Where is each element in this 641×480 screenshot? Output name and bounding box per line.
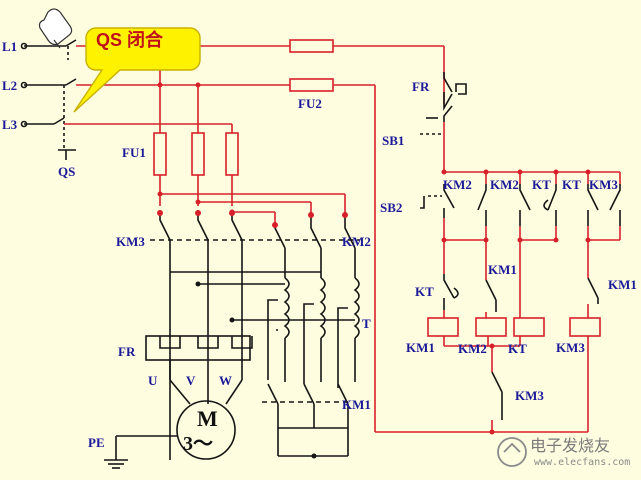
autotransformer xyxy=(267,277,360,388)
motor-label: M xyxy=(197,406,218,431)
qs-switch xyxy=(53,39,77,160)
label-coil-kt: KT xyxy=(508,341,527,356)
label-km1-c2: KM1 xyxy=(608,277,637,292)
label-coil-km1: KM1 xyxy=(406,340,435,355)
label-kt-c1: KT xyxy=(532,177,551,192)
label-u: U xyxy=(148,373,158,388)
control-circuit xyxy=(375,72,621,433)
label-coil-km2: KM2 xyxy=(458,341,487,356)
label-fu1: FU1 xyxy=(122,145,146,160)
label-fu2: FU2 xyxy=(298,96,322,111)
watermark-logo xyxy=(497,437,527,467)
callout-text: QS 闭合 xyxy=(96,30,164,50)
label-sb2: SB2 xyxy=(380,200,403,215)
contactor-km3-km2 xyxy=(150,210,360,460)
label-coil-km3: KM3 xyxy=(556,340,585,355)
label-t: T xyxy=(362,316,371,331)
km1-dots xyxy=(311,453,317,459)
incoming-lines xyxy=(20,42,66,128)
label-v: V xyxy=(186,373,196,388)
label-fr-ctrl: FR xyxy=(412,79,430,94)
control-contacts xyxy=(420,72,621,420)
label-l1: L1 xyxy=(2,39,18,54)
label-kt-c3: KT xyxy=(415,284,434,299)
label-fr-main: FR xyxy=(118,344,136,359)
hand-pointer-icon xyxy=(38,8,73,49)
motor-phase-label: 3～ xyxy=(183,433,213,455)
label-sb1: SB1 xyxy=(382,133,405,148)
label-pe: PE xyxy=(88,435,105,450)
label-km2-c1: KM2 xyxy=(443,177,472,192)
label-km3-c2: KM3 xyxy=(515,388,544,403)
label-km3-c1: KM3 xyxy=(589,177,618,192)
red-contact-tips xyxy=(157,210,348,228)
label-l2: L2 xyxy=(2,78,18,93)
coils xyxy=(427,317,601,337)
label-w: W xyxy=(219,373,232,388)
contactor-km1 xyxy=(262,383,350,457)
junction-dots xyxy=(195,281,235,323)
control-dots xyxy=(441,169,591,435)
fuses xyxy=(153,39,334,176)
motor xyxy=(104,360,243,469)
label-kt-c2: KT xyxy=(562,177,581,192)
label-km1-c1: KM1 xyxy=(488,262,517,277)
watermark-url: www.elecfans.com xyxy=(534,457,631,468)
label-qs: QS xyxy=(58,164,76,179)
label-l3: L3 xyxy=(2,117,18,132)
label-km1-main: KM1 xyxy=(342,397,371,412)
callout-bubble xyxy=(73,27,201,113)
thermal-relay xyxy=(145,335,253,361)
label-km2-main: KM2 xyxy=(342,234,371,249)
label-km2-c2: KM2 xyxy=(490,177,519,192)
watermark-text: 电子发烧友 xyxy=(530,436,611,455)
label-km3-main: KM3 xyxy=(116,234,145,249)
